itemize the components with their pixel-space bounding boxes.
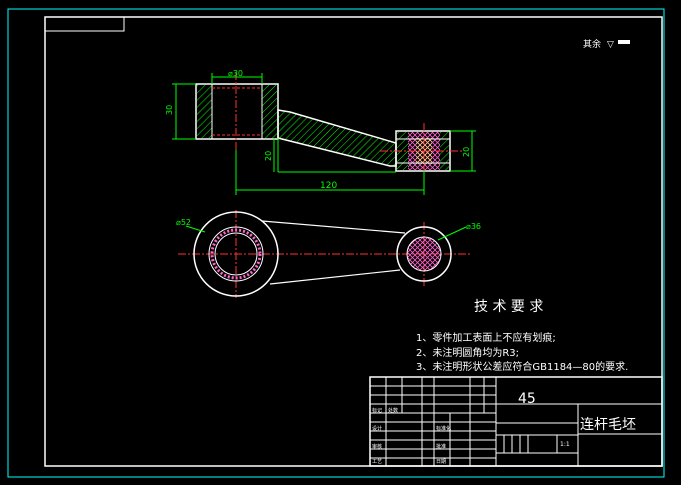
surface-note-label: 其余 [583, 38, 601, 50]
section-dimensions [172, 73, 476, 195]
dim-web-height: 20 [264, 151, 273, 161]
tb-label-approve: 批准 [436, 443, 446, 450]
roughness-mark [618, 40, 630, 44]
tb-label-check: 审核 [372, 443, 382, 450]
tb-label-design: 设计 [372, 425, 382, 432]
tb-label-craft: 工艺 [372, 459, 382, 465]
tb-label-stdz: 标准化 [436, 425, 451, 432]
tb-label-date: 日期 [436, 459, 446, 465]
top-view [178, 210, 472, 298]
requirement-item: 1、零件加工表面上不应有划痕; [416, 331, 556, 344]
drawing-number-box [44, 16, 125, 32]
tb-part-name: 连杆毛坯 [580, 417, 636, 433]
requirement-item: 2、未注明圆角均为R3; [416, 346, 519, 359]
dim-small-dia: ⌀36 [466, 222, 481, 231]
drawing-frame [44, 16, 663, 467]
outer-sheet-border [7, 8, 665, 478]
tb-label-mark: 标记 [372, 407, 382, 414]
dim-left-height: 30 [165, 105, 174, 115]
title-block [369, 376, 663, 467]
dim-big-dia: ⌀52 [176, 218, 191, 227]
dim-right-height: 20 [462, 147, 471, 157]
tb-scale: 1:1 [560, 441, 570, 448]
requirement-item: 3、未注明形状公差应符合GB1184—80的要求. [416, 360, 628, 373]
requirements-title: 技 术 要 求 [474, 299, 543, 315]
dim-center-distance: 120 [320, 181, 337, 191]
roughness-symbol-icon: ▽ [607, 40, 614, 50]
tb-material: 45 [518, 391, 536, 407]
dim-top-width: ⌀30 [228, 69, 243, 78]
tb-label-count: 处数 [388, 407, 398, 414]
section-view [195, 72, 462, 183]
